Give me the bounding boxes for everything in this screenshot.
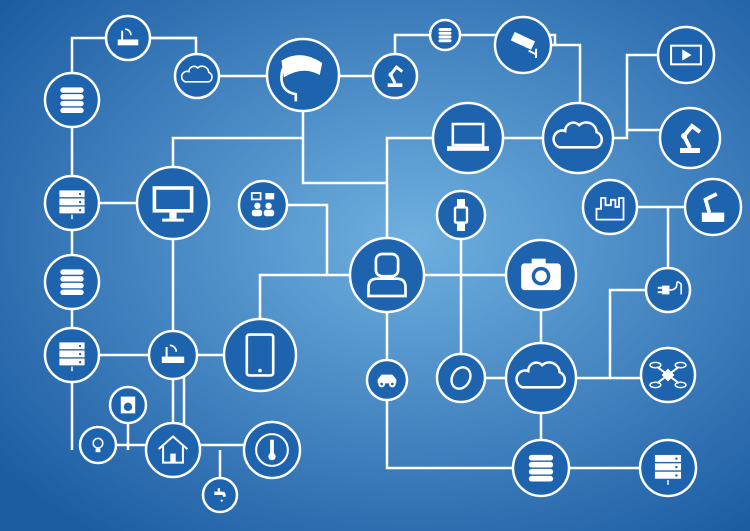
people-chat-icon [250,192,275,217]
database-icon [60,269,84,296]
node-light-bulb [78,425,118,465]
node-user [348,236,426,314]
node-smartwatch [435,189,487,241]
node-ring [435,352,487,404]
node-circle [222,317,298,393]
robot-arm-icon [387,65,404,87]
node-circle [431,101,505,175]
camera-icon [521,258,561,291]
node-database-left [43,253,101,311]
node-vr-headset [265,37,341,113]
light-bulb-icon [92,437,104,453]
thermostat-icon [255,433,289,467]
node-server-bottom [638,438,698,498]
connection-line [445,33,557,45]
drone-icon [649,361,687,389]
wifi-router-icon [117,28,139,46]
database-icon [438,28,452,43]
node-circle [428,18,462,52]
monitor-icon [152,186,194,222]
media-display-icon [670,44,702,66]
node-security-camera [493,15,553,75]
smartwatch-icon [453,199,469,231]
node-drone [639,346,697,404]
cloud-icon [552,121,604,149]
node-circle [581,178,639,236]
node-people [237,179,289,231]
database-icon [60,87,84,114]
node-circle [435,352,487,404]
node-media-display [656,25,716,85]
node-thermostat [242,420,302,480]
node-router-mid [147,329,199,381]
cloud-icon [180,65,213,83]
wifi-router-icon [161,344,185,363]
cloud-icon [515,361,567,389]
node-cloud-bottom [504,341,578,415]
factory-icon [595,197,625,221]
node-database-small [428,18,462,52]
vr-headset-icon [280,55,323,102]
car-icon [377,374,397,388]
connection-line [385,136,578,275]
node-circle [173,52,221,100]
node-washing-machine [108,385,148,425]
node-monitor [135,165,211,241]
node-circle [511,438,571,498]
node-laptop [431,101,505,175]
washing-machine-icon [120,396,136,414]
node-circle [144,421,202,479]
node-server-left [43,174,101,232]
node-industrial-robot [683,177,743,237]
node-circle [43,253,101,311]
node-circle [504,341,578,415]
server-icon [59,190,85,220]
database-icon [528,454,554,482]
node-circle [78,425,118,465]
tablet-icon [245,333,275,377]
node-circle [104,14,152,62]
user-icon [367,252,407,298]
node-circle [237,179,289,231]
node-house [144,421,202,479]
node-cloud-right [541,101,615,175]
node-car [365,358,409,402]
node-server-left-bottom [43,326,101,384]
node-circle [683,177,743,237]
node-database-top-left [43,71,101,129]
house-icon [157,435,189,464]
node-circle [371,52,419,100]
node-robot-arm-small [371,52,419,100]
faucet-icon [214,488,226,502]
ring-icon [450,366,472,390]
device-nodes [43,14,743,514]
node-circle [43,71,101,129]
node-circle [658,106,722,170]
node-camera [504,238,578,312]
node-router-top [104,14,152,62]
node-circle [147,329,199,381]
node-factory [581,178,639,236]
security-camera-icon [510,31,538,59]
node-cloud-small [173,52,221,100]
node-tablet [222,317,298,393]
robot-arm-icon [680,123,702,153]
node-faucet [201,476,239,514]
node-circle [541,101,615,175]
node-plug [644,266,692,314]
plug-icon [657,281,683,295]
server-icon [59,342,85,372]
node-database-bottom [511,438,571,498]
node-robot-arm-right [658,106,722,170]
server-icon [654,454,682,485]
industrial-robot-icon [701,192,725,222]
laptop-icon [447,122,489,151]
node-circle [265,37,341,113]
